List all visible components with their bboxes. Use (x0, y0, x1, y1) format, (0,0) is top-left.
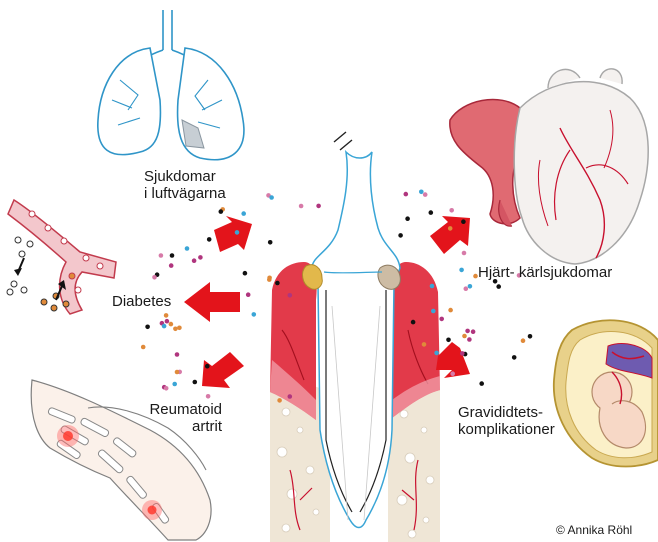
bacteria-dot (528, 334, 533, 339)
bacteria-dot (450, 371, 455, 376)
bacteria-dot (141, 345, 146, 350)
bacteria-dot (288, 394, 293, 399)
bacteria-dot (185, 246, 190, 251)
bacteria-dot (462, 334, 467, 339)
arrow-to-diabetes (184, 282, 240, 322)
bacteria-dot (471, 329, 476, 334)
bacteria-dot (175, 352, 180, 357)
label-respiratory-line1: Sjukdomar (144, 168, 226, 185)
label-rheumatoid: Reumatoid artrit (138, 401, 222, 435)
bacteria-dot (479, 381, 484, 386)
bacteria-dot (252, 312, 257, 317)
bacteria-dot (219, 209, 224, 214)
bacteria-dot (165, 319, 170, 324)
label-rheumatoid-line2: artrit (138, 418, 222, 435)
bacteria-dot (423, 192, 428, 197)
bacteria-dot (172, 382, 177, 387)
bacteria-dot (164, 313, 169, 318)
bacteria-dot (164, 386, 169, 391)
bacteria-dot (162, 324, 167, 329)
arrow-to-lungs (214, 216, 252, 252)
label-diabetes: Diabetes (112, 293, 171, 310)
bacteria-dot (411, 320, 416, 325)
bacteria-dot (434, 351, 439, 356)
bacteria-dot (405, 216, 410, 221)
bacteria-dot (268, 240, 273, 245)
bacteria-dot (288, 293, 293, 298)
bacteria-dot (496, 284, 501, 289)
label-pregnancy-line1: Gravididtets- (458, 404, 555, 421)
bacteria-dot (175, 370, 180, 375)
bacteria-dot (275, 281, 280, 286)
bacteria-dot (169, 322, 174, 327)
bacteria-dot (152, 275, 157, 280)
bacteria-dot (299, 204, 304, 209)
bacteria-dot (461, 219, 466, 224)
bacteria-dot (169, 263, 174, 268)
tooth-icon (270, 132, 440, 542)
bacteria-dot (177, 326, 182, 331)
bacteria-dot (159, 253, 164, 258)
bacteria-dot (246, 292, 251, 297)
bacteria-dot (464, 286, 469, 291)
bacteria-dot (448, 226, 453, 231)
label-pregnancy-line2: komplikationer (458, 421, 555, 438)
bacteria-dot (419, 190, 424, 195)
lungs-icon (98, 10, 244, 160)
bacteria-dot (431, 309, 436, 314)
bacteria-dot (267, 277, 272, 282)
bacteria-dot (198, 255, 203, 260)
bacteria-dot (316, 204, 321, 209)
bacteria-dot (145, 325, 150, 330)
bacteria-dot (468, 284, 473, 289)
label-respiratory-line2: i luftvägarna (144, 185, 226, 202)
bacteria-dot (193, 380, 198, 385)
bacteria-dot (404, 192, 409, 197)
bacteria-dot (467, 337, 472, 342)
bacteria-dot (205, 364, 210, 369)
bacteria-dot (207, 237, 212, 242)
blood-vessel-icon (7, 200, 116, 314)
label-rheumatoid-line1: Reumatoid (138, 401, 222, 418)
bacteria-dot (398, 233, 403, 238)
bacteria-dot (521, 338, 526, 343)
bacteria-dot (465, 329, 470, 334)
bacteria-dot (429, 210, 434, 215)
bacteria-dot (192, 258, 197, 263)
bacteria-dot (277, 398, 282, 403)
bacteria-dot (243, 271, 248, 276)
bacteria-dot (235, 230, 240, 235)
label-pregnancy: Gravididtets- komplikationer (458, 404, 555, 438)
bacteria-dot (422, 342, 427, 347)
label-cardio: Hjärt- kärlsjukdomar (478, 264, 612, 281)
bacteria-dot (460, 351, 465, 356)
bacteria-dot (430, 284, 435, 289)
bacteria-dot (173, 327, 178, 332)
bacteria-dot (459, 268, 464, 273)
bacteria-dot (439, 317, 444, 322)
bacteria-dot (462, 251, 467, 256)
bacteria-dot (512, 355, 517, 360)
bacteria-dot (448, 308, 453, 313)
bacteria-dot (170, 253, 175, 258)
bacteria-dot (449, 208, 454, 213)
heart-icon (450, 69, 648, 264)
label-respiratory: Sjukdomar i luftvägarna (144, 168, 226, 202)
bacteria-dot (241, 211, 246, 216)
image-credit: © Annika Röhl (556, 523, 632, 537)
fetus-icon (554, 320, 658, 466)
bacteria-dot (206, 394, 211, 399)
bacteria-dot (269, 195, 274, 200)
arrow-to-rheumatoid (202, 352, 244, 388)
bacteria-dot (446, 338, 451, 343)
